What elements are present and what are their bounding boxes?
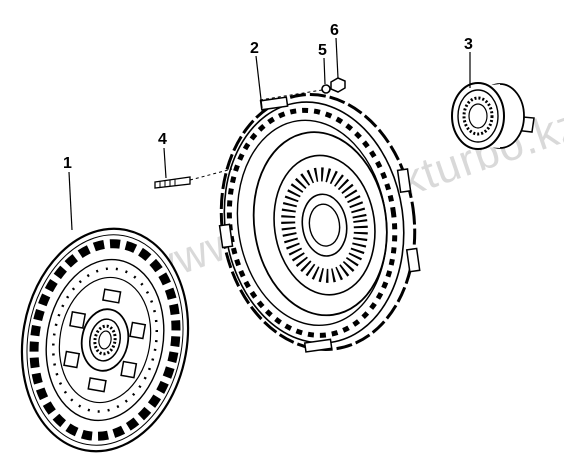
spring-washer (259, 84, 331, 101)
leader-5 (323, 57, 326, 85)
clutch-disc (20, 227, 190, 453)
nut (330, 77, 346, 93)
callout-label: 5 (318, 42, 327, 59)
leader-1 (68, 171, 73, 231)
callout-label: 6 (330, 22, 339, 39)
leader-6 (335, 37, 339, 79)
leader-4 (163, 147, 167, 179)
release-bearing (451, 82, 535, 150)
callout-label: 3 (464, 36, 473, 53)
callout-label: 4 (158, 131, 167, 148)
bolt (154, 168, 233, 189)
callout-label: 2 (250, 40, 259, 57)
pressure-plate (218, 93, 421, 353)
callout-label: 1 (63, 155, 72, 172)
leader-2 (255, 55, 263, 109)
